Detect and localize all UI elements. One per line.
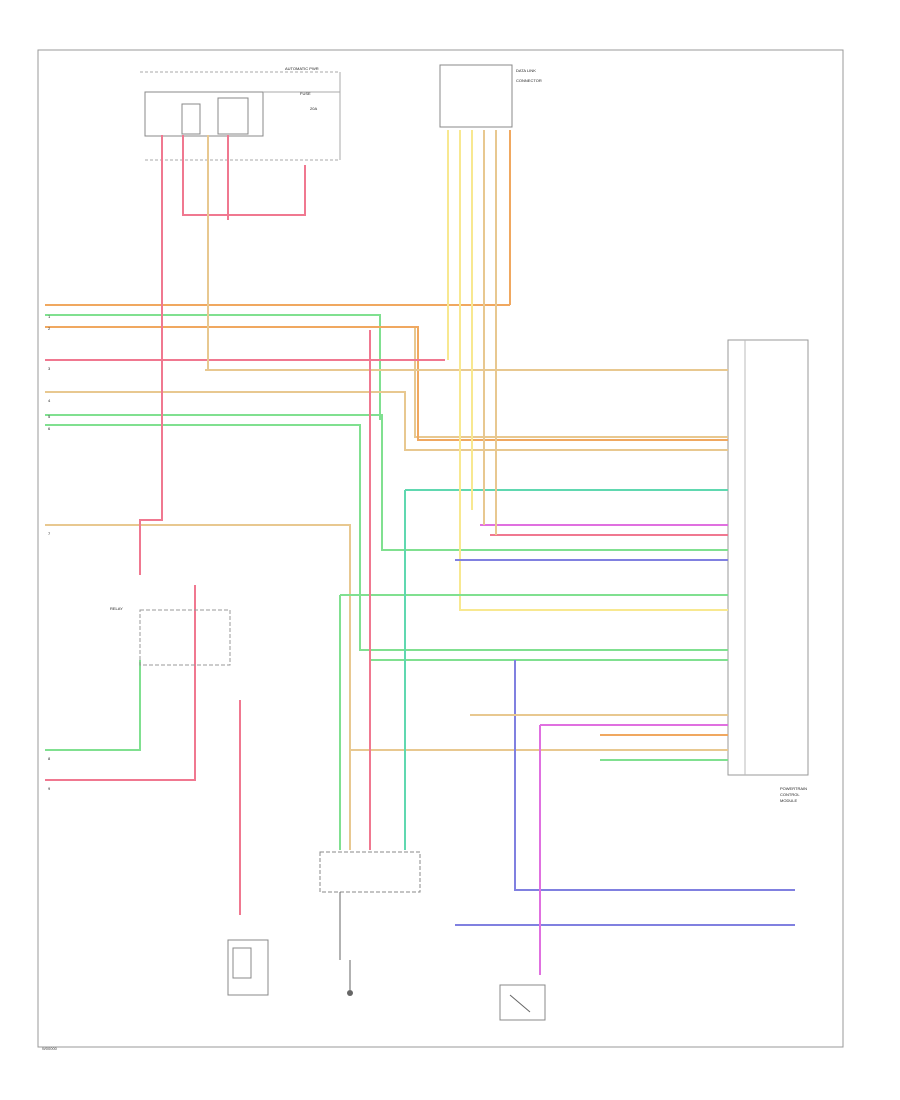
wire-tan-1: [45, 326, 728, 438]
wire-green-1: [45, 314, 381, 420]
svg-text:RELAY: RELAY: [110, 606, 123, 611]
wires-horizontal: [45, 304, 795, 926]
pcm-connector: [727, 339, 809, 776]
left-pin-labels: 1 2 3 4 5 6 7 8 9: [48, 314, 51, 791]
left-pin-3: 3: [48, 366, 51, 371]
wire-pink-vert-1: [139, 135, 163, 575]
top-connector: DATA LINK CONNECTOR: [439, 64, 542, 128]
wire-blue-2: [514, 660, 795, 891]
relay-module: RELAY: [110, 606, 231, 666]
wire-tan-3: [45, 524, 728, 751]
left-pin-8: 8: [48, 756, 51, 761]
wire-pink-vert-5: [45, 585, 196, 781]
wire-orange-2: [45, 326, 728, 441]
left-pin-1: 1: [48, 314, 51, 319]
wire-yellow-1: [459, 500, 728, 611]
ground-symbol: [347, 960, 353, 996]
pcm-label-line-3: MODULE: [780, 798, 797, 803]
left-pin-7: 7: [48, 531, 51, 536]
left-pin-9: 9: [48, 786, 51, 791]
page-code: W00000: [42, 1046, 58, 1051]
svg-text:DATA LINK: DATA LINK: [516, 68, 536, 73]
left-pin-2: 2: [48, 326, 51, 331]
wire-tan-2: [45, 391, 728, 451]
bottom-switch: [319, 851, 421, 960]
left-pin-6: 6: [48, 426, 51, 431]
power-distribution-center: AUTOMATIC PWR FUSE 20A: [140, 66, 341, 161]
diagram-frame: [37, 49, 844, 1048]
wires-vertical: [45, 130, 541, 975]
left-pin-5: 5: [48, 414, 51, 419]
wire-pink-vert-2: [182, 135, 306, 216]
svg-text:AUTOMATIC PWR: AUTOMATIC PWR: [285, 66, 319, 71]
bottom-switch-2: [499, 984, 546, 1021]
wire-green-3: [45, 424, 728, 651]
left-pin-4: 4: [48, 398, 51, 403]
svg-text:CONNECTOR: CONNECTOR: [516, 78, 542, 83]
pcm-label-line-2: CONTROL: [780, 792, 800, 797]
svg-text:20A: 20A: [310, 106, 317, 111]
wire-green-vert-2: [45, 660, 141, 751]
svg-text:FUSE: FUSE: [300, 91, 311, 96]
bottom-sensor: [227, 939, 269, 996]
pcm-label-line-1: POWERTRAIN: [780, 786, 807, 791]
wire-green-2: [45, 414, 728, 551]
